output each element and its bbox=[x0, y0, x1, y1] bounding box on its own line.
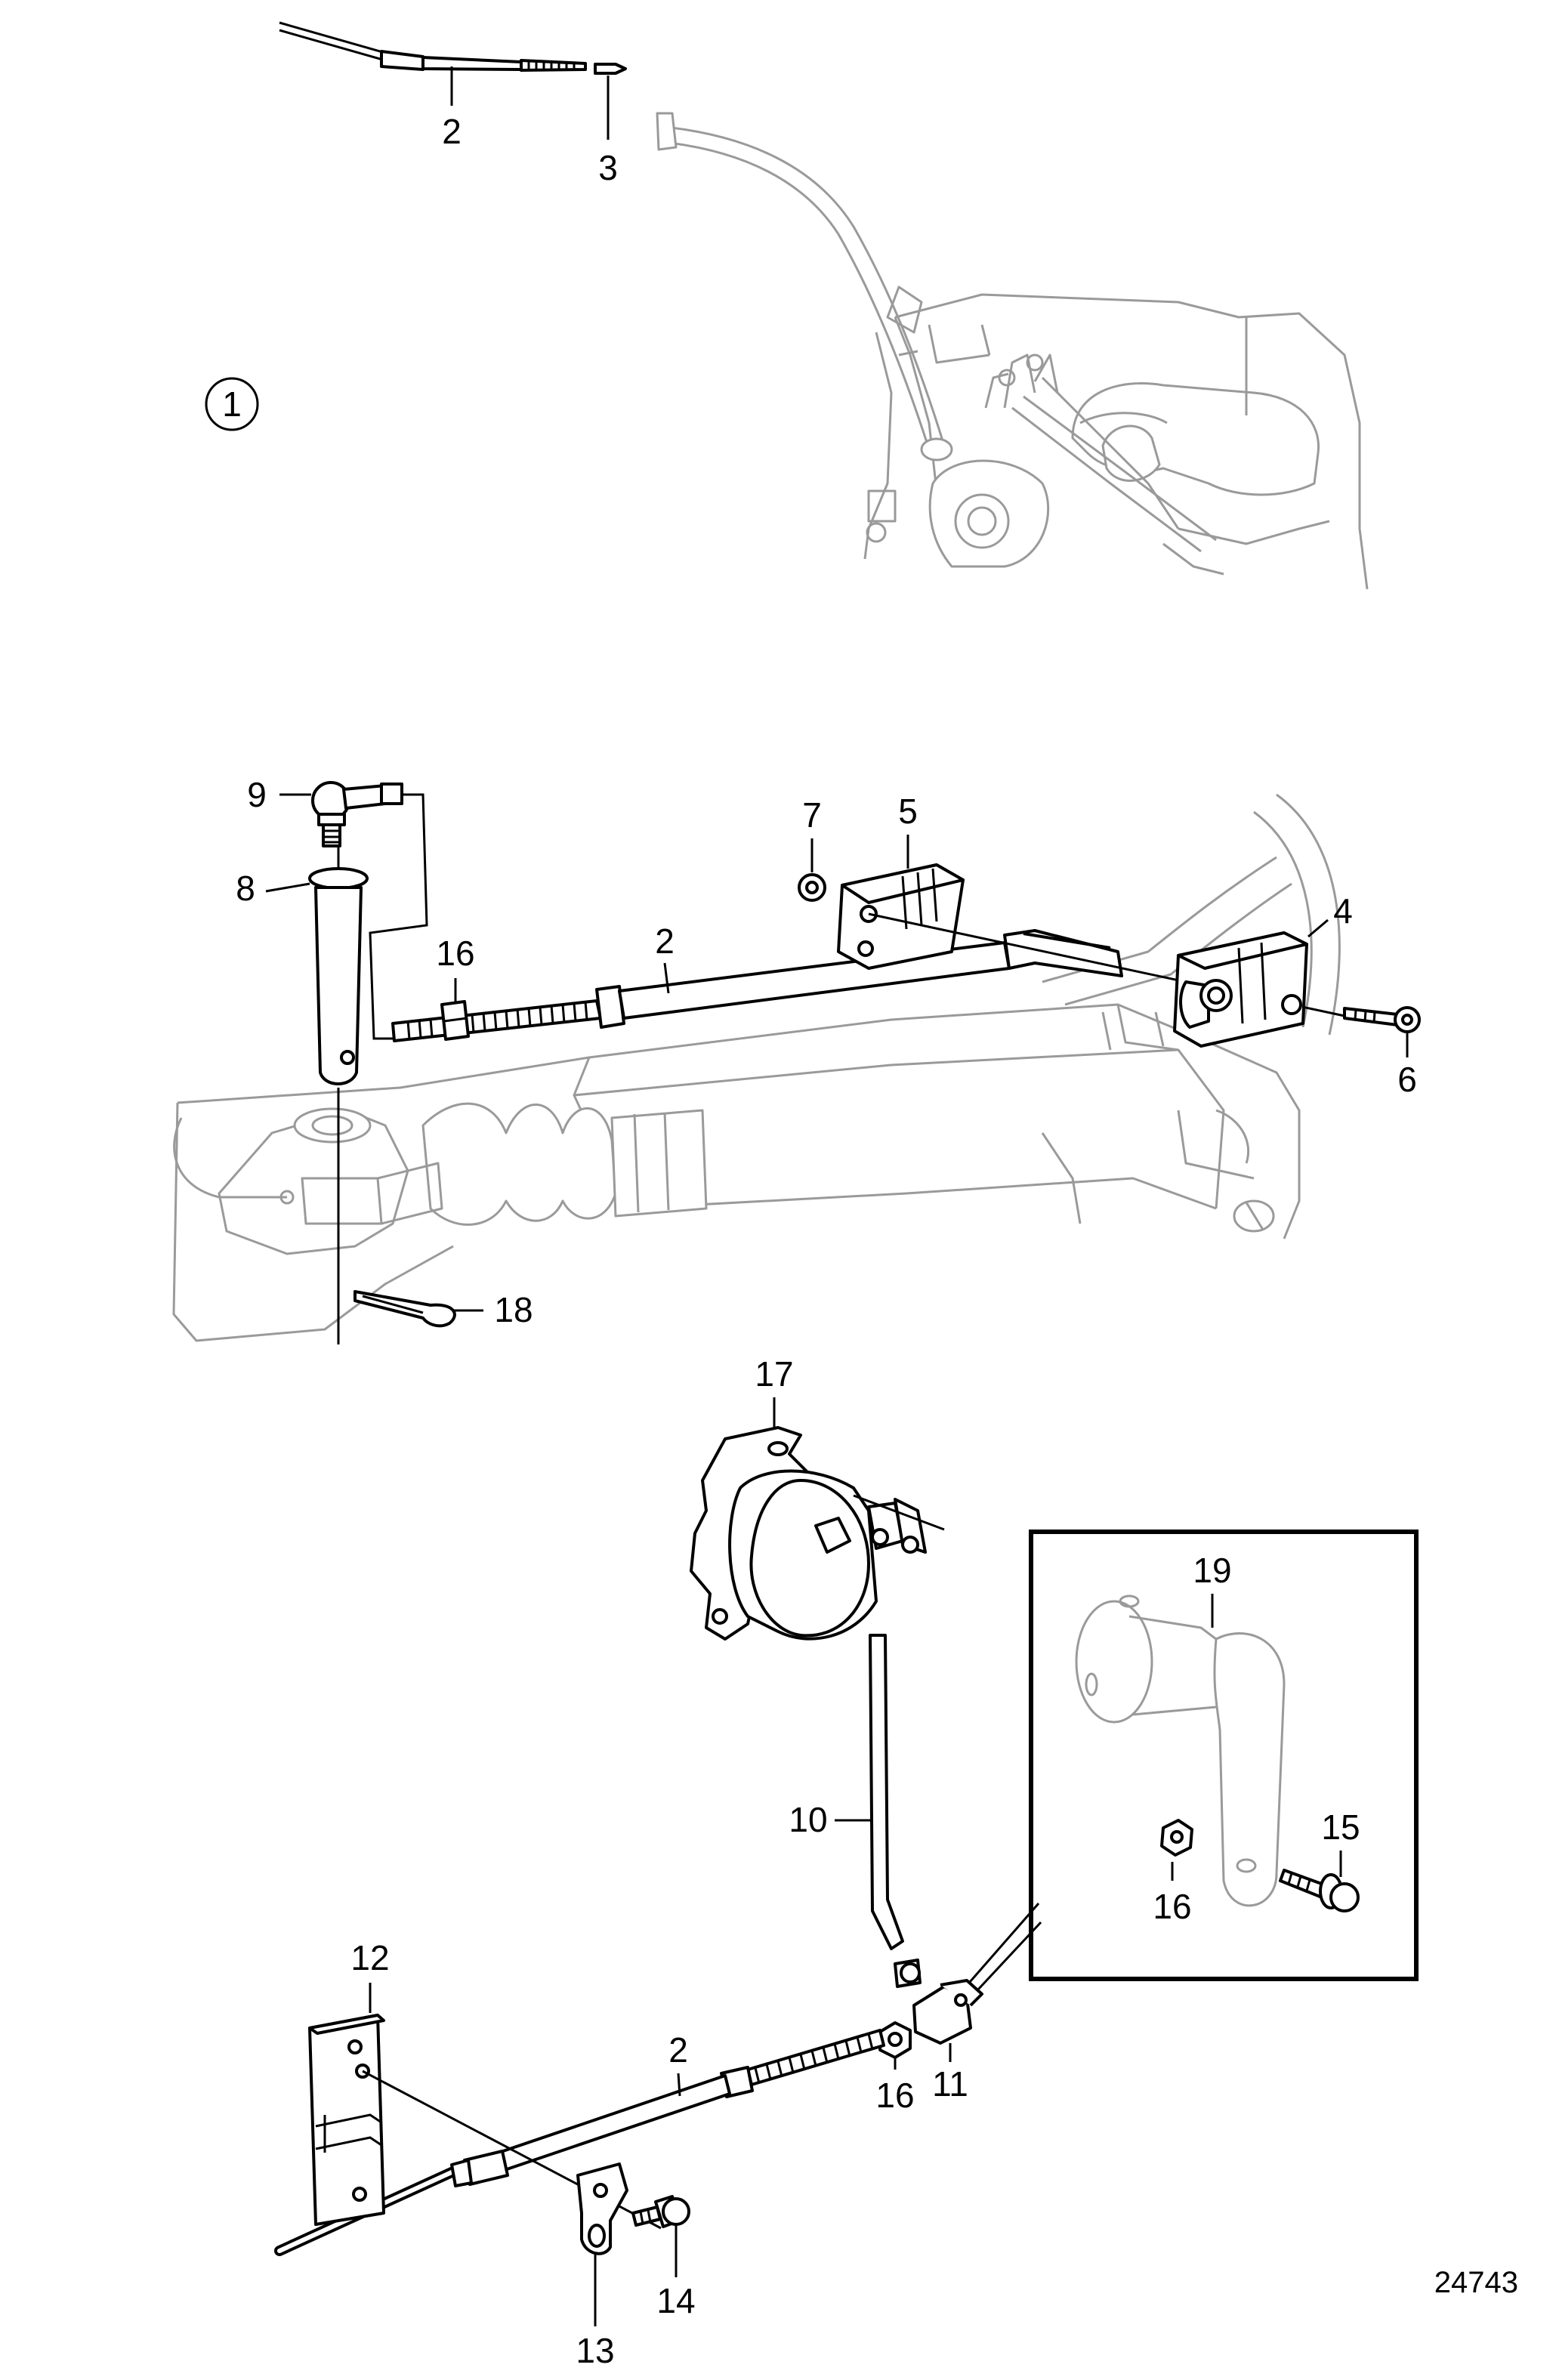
cylinder-background bbox=[172, 793, 1341, 1342]
link-rod bbox=[869, 1634, 922, 1988]
callout-17: 17 bbox=[755, 1354, 793, 1394]
leader-c4 bbox=[1307, 918, 1329, 938]
callout-9: 9 bbox=[247, 775, 267, 814]
throttle-lever bbox=[1075, 1594, 1286, 1907]
callout-6: 6 bbox=[1397, 1060, 1417, 1099]
leader-c2c bbox=[677, 2073, 681, 2097]
callout-16c: 16 bbox=[875, 2076, 914, 2115]
callout-3: 3 bbox=[598, 148, 618, 187]
callout-4: 4 bbox=[1333, 891, 1353, 931]
callout-14: 14 bbox=[656, 2281, 695, 2320]
section-marker bbox=[205, 377, 259, 431]
callout-7: 7 bbox=[802, 795, 822, 835]
section-marker-label: 1 bbox=[222, 384, 242, 424]
engine-block-outline bbox=[863, 286, 1369, 590]
inset-pointer-a bbox=[958, 1903, 1040, 1995]
callout-2a: 2 bbox=[442, 112, 462, 151]
lock-nut bbox=[440, 1000, 470, 1041]
clip-bolt bbox=[631, 2195, 690, 2228]
lever-detail-inset: 19 15 16 bbox=[1029, 1530, 1419, 1981]
cable-guide-tube bbox=[656, 112, 953, 461]
split-pin bbox=[353, 1290, 456, 1328]
callout-2c: 2 bbox=[668, 2030, 688, 2070]
engine-section: 1 2 3 bbox=[205, 21, 1369, 590]
leader-c8 bbox=[265, 882, 310, 893]
callout-16a: 16 bbox=[436, 934, 474, 973]
cable-lock-nut bbox=[878, 2021, 912, 2059]
callout-11: 11 bbox=[932, 2064, 968, 2104]
threaded-rod bbox=[391, 999, 602, 1042]
callout-13: 13 bbox=[576, 2331, 614, 2370]
clamp-bolt bbox=[1343, 1006, 1421, 1033]
clevis-pin bbox=[308, 847, 369, 1085]
cable-connector bbox=[912, 1979, 983, 2045]
cylinder-section: 9 8 7 5 16 2 4 6 18 bbox=[172, 775, 1421, 1344]
callout-18: 18 bbox=[494, 1290, 533, 1329]
figure-reference-number: 24743 bbox=[1434, 2266, 1518, 2299]
callout-10: 10 bbox=[789, 1800, 827, 1839]
inset-bolt bbox=[1279, 1869, 1360, 1912]
leader-ball-joint-link bbox=[369, 793, 428, 1040]
leader-c2b bbox=[663, 962, 670, 994]
callout-5: 5 bbox=[898, 792, 918, 831]
callout-19: 19 bbox=[1193, 1551, 1231, 1590]
callout-16b: 16 bbox=[1153, 1887, 1191, 1926]
callout-15: 15 bbox=[1321, 1807, 1360, 1847]
clamp-upper bbox=[837, 863, 965, 970]
ball-joint bbox=[311, 781, 403, 847]
cable-clip bbox=[576, 2162, 628, 2255]
cable-sleeve-tip bbox=[594, 63, 627, 75]
inset-nut bbox=[1160, 1819, 1193, 1857]
clamp-nut bbox=[798, 873, 826, 902]
actuator-unit bbox=[690, 1426, 945, 1641]
callout-8: 8 bbox=[236, 869, 255, 908]
callout-12: 12 bbox=[350, 1938, 389, 1977]
mounting-plate bbox=[308, 2014, 385, 2226]
inset-pointer-b bbox=[965, 1921, 1042, 2003]
clamp-lower bbox=[1173, 931, 1308, 1048]
actuator-section: 19 15 16 bbox=[274, 1354, 1419, 2370]
push-pull-cable-end bbox=[279, 21, 587, 72]
callout-2b: 2 bbox=[655, 921, 675, 961]
